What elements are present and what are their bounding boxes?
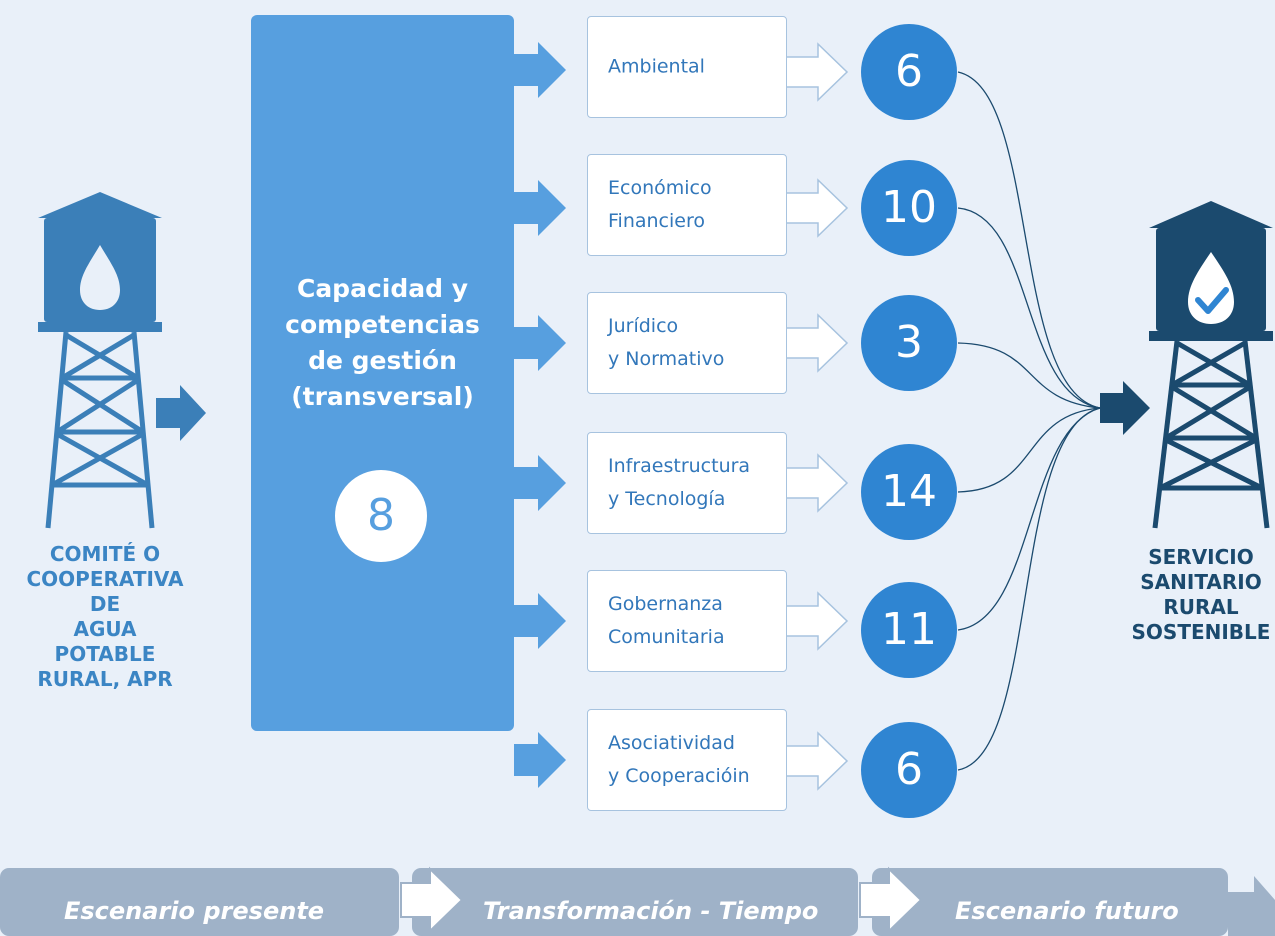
- water-drop-icon: [80, 245, 120, 310]
- connector-curve: [957, 407, 1101, 771]
- outline-arrow-icon: [778, 731, 849, 791]
- central-number-circle: 8: [335, 470, 427, 562]
- dimension-box-asociatividad: Asociatividad y Cooperacióin: [587, 709, 787, 811]
- central-arrows: [514, 42, 566, 788]
- connector-curve: [957, 407, 1101, 493]
- dimension-label: Jurídico y Normativo: [608, 315, 725, 370]
- dimension-number-circle: 6: [861, 24, 957, 120]
- dimension-label: Infraestructura y Tecnología: [608, 455, 751, 510]
- timeline-bar: [0, 866, 1275, 936]
- connector-curve: [957, 342, 1101, 409]
- right-tower-caption: SERVICIO SANITARIO RURAL SOSTENIBLE: [1130, 545, 1272, 645]
- connector-curve: [957, 71, 1101, 409]
- dimension-box-economico: Económico Financiero: [587, 154, 787, 256]
- arrow-to-dimension-icon: [514, 732, 566, 788]
- arrow-to-dimension-icon: [514, 180, 566, 236]
- dimension-number-circle: 6: [861, 722, 957, 818]
- dimension-label: Económico Financiero: [608, 177, 712, 232]
- caption-line: COMITÉ O: [49, 542, 161, 566]
- caption-line: SERVICIO: [1148, 545, 1254, 569]
- arrow-to-dimension-icon: [514, 42, 566, 98]
- connector-curve: [957, 407, 1101, 631]
- checkmark-icon: [1195, 287, 1229, 314]
- caption-line: AGUA POTABLE: [54, 617, 156, 666]
- outline-arrow-icon: [778, 42, 849, 102]
- arrow-to-dimension-icon: [514, 593, 566, 649]
- timeline-arrow-icon: [859, 866, 923, 934]
- outline-arrows: [778, 42, 849, 791]
- outline-arrow-icon: [778, 591, 849, 651]
- caption-line: RURAL, APR: [37, 667, 173, 691]
- dimension-number-circle: 3: [861, 295, 957, 391]
- dimension-number-circle: 10: [861, 160, 957, 256]
- dimension-box-infraestructura: Infraestructura y Tecnología: [587, 432, 787, 534]
- timeline-label-present: Escenario presente: [64, 897, 325, 925]
- left-tower-caption: COMITÉ O COOPERATIVA DE AGUA POTABLE RUR…: [25, 542, 185, 692]
- connector-curve: [957, 207, 1101, 409]
- left-tower-arrow-icon: [156, 385, 206, 441]
- central-title-line: competencias: [285, 310, 480, 339]
- central-title: Capacidad y competencias de gestión (tra…: [251, 271, 514, 415]
- connector-curves: [957, 71, 1101, 771]
- caption-line: RURAL: [1163, 595, 1239, 619]
- right-tower-arrow-icon: [1100, 381, 1150, 435]
- central-title-line: (transversal): [291, 382, 474, 411]
- dimension-box-ambiental: Ambiental: [587, 16, 787, 118]
- dimension-number-circle: 11: [861, 582, 957, 678]
- timeline-arrow-icon: [400, 866, 464, 934]
- caption-line: COOPERATIVA DE: [26, 567, 184, 616]
- caption-line: SANITARIO: [1140, 570, 1262, 594]
- outline-arrow-icon: [778, 453, 849, 513]
- central-title-line: de gestión: [308, 346, 457, 375]
- arrow-to-dimension-icon: [514, 315, 566, 371]
- dimension-number-circle: 14: [861, 444, 957, 540]
- timeline-label-future: Escenario futuro: [955, 897, 1179, 925]
- caption-line: SOSTENIBLE: [1131, 620, 1271, 644]
- dimension-box-gobernanza: Gobernanza Comunitaria: [587, 570, 787, 672]
- central-capacity-box: Capacidad y competencias de gestión (tra…: [251, 15, 514, 731]
- dimension-label: Gobernanza Comunitaria: [608, 593, 725, 648]
- dimension-label: Asociatividad y Cooperacióin: [608, 732, 750, 787]
- right-water-tower-icon: [1149, 201, 1273, 529]
- outline-arrow-icon: [778, 178, 849, 238]
- dimension-box-juridico: Jurídico y Normativo: [587, 292, 787, 394]
- arrow-to-dimension-icon: [514, 455, 566, 511]
- dimension-label: Ambiental: [608, 55, 705, 78]
- timeline-label-transformation: Transformación - Tiempo: [483, 897, 819, 925]
- left-water-tower-icon: [38, 192, 162, 529]
- central-title-line: Capacidad y: [296, 274, 469, 303]
- outline-arrow-icon: [778, 313, 849, 373]
